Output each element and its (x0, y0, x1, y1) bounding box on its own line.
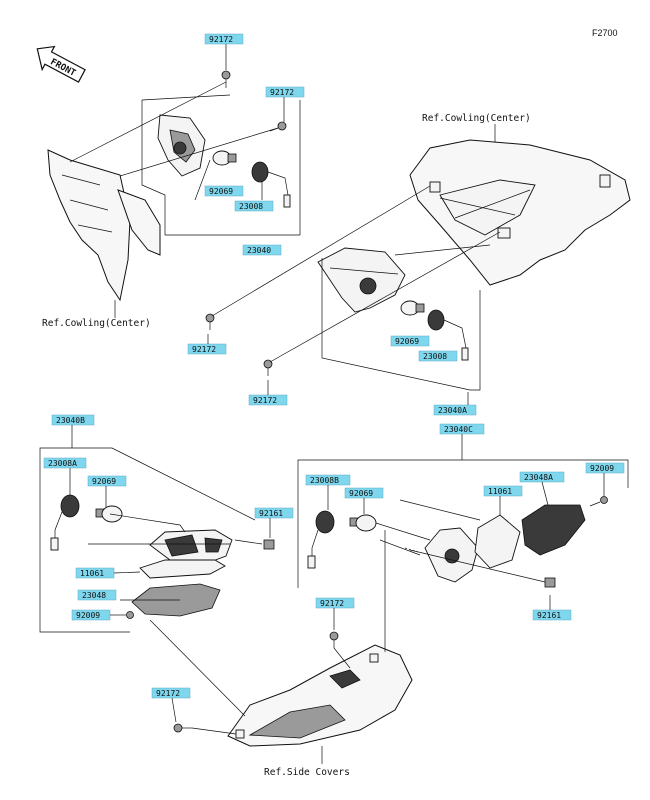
cowling-center-left-illustration (47, 149, 161, 302)
svg-text:92009: 92009 (76, 611, 100, 620)
front-right-lamp-housing (157, 114, 206, 177)
svg-text:23048: 23048 (82, 591, 106, 600)
lens-icon (521, 504, 586, 556)
screw-icon (126, 611, 134, 619)
socket-icon (50, 494, 80, 551)
rear-right-lamp-housing (149, 529, 233, 563)
part-tag: 92172 (187, 343, 227, 355)
part-tag: 23040 (242, 244, 282, 256)
svg-text:92172: 92172 (209, 35, 233, 44)
part-tag: 92069 (204, 185, 244, 197)
svg-text:92069: 92069 (395, 337, 419, 346)
svg-text:23048A: 23048A (524, 473, 553, 482)
svg-text:92161: 92161 (259, 509, 283, 518)
svg-text:92172: 92172 (270, 88, 294, 97)
part-tag: 11061 (483, 485, 523, 497)
svg-text:23008A: 23008A (48, 459, 77, 468)
part-tag: 92009 (585, 462, 625, 474)
group-outline (297, 434, 629, 588)
part-tag: 92069 (344, 487, 384, 499)
part-tag: 92172 (248, 394, 288, 406)
part-tag: 23040C (439, 423, 485, 435)
svg-text:92172: 92172 (192, 345, 216, 354)
side-cover-illustration (227, 644, 413, 747)
part-tag: 23040B (51, 414, 95, 426)
svg-text:92009: 92009 (590, 464, 614, 473)
front-arrow-icon: FRONT (36, 45, 86, 83)
leader-lines (211, 185, 501, 391)
svg-text:92069: 92069 (349, 489, 373, 498)
part-tag: 92172 (204, 33, 244, 45)
part-tag: 11061 (75, 567, 115, 579)
svg-text:92069: 92069 (209, 187, 233, 196)
bulb-icon (349, 514, 377, 532)
leader-line (171, 697, 177, 723)
ref-cowling-center-left: Ref.Cowling(Center) (42, 318, 151, 329)
screw-icon (173, 723, 192, 733)
bulb-icon (400, 300, 425, 316)
svg-text:92172: 92172 (156, 689, 180, 698)
socket-icon (427, 309, 469, 361)
diagram-code: F2700 (592, 28, 618, 38)
part-tag: 92172 (315, 597, 355, 609)
part-tag: 92161 (254, 507, 294, 519)
part-tag: 23048 (77, 589, 117, 601)
leader-line (113, 571, 141, 574)
screw-icon (221, 70, 231, 88)
svg-text:92161: 92161 (537, 611, 561, 620)
gasket-icon (139, 559, 226, 579)
part-tag: 92069 (390, 335, 430, 347)
front-left-lamp-housing (317, 247, 406, 313)
ref-cowling-center-right: Ref.Cowling(Center) (422, 113, 531, 124)
svg-text:23040B: 23040B (56, 416, 85, 425)
nut-icon (544, 577, 556, 588)
svg-text:23008: 23008 (239, 202, 263, 211)
bulb-icon (212, 150, 237, 166)
svg-text:23040C: 23040C (444, 425, 473, 434)
part-tag: 23008B (305, 474, 351, 486)
screw-icon (589, 496, 608, 507)
svg-text:11061: 11061 (80, 569, 104, 578)
socket-icon (251, 161, 291, 208)
svg-text:11061: 11061 (488, 487, 512, 496)
part-tag: 23040A (433, 404, 477, 416)
part-tag: 23008 (234, 200, 274, 212)
cowling-center-right-illustration (409, 139, 631, 286)
part-tag: 23008 (418, 350, 458, 362)
screw-icon (205, 313, 215, 330)
leader-lines (149, 530, 386, 735)
svg-text:23040A: 23040A (438, 406, 467, 415)
svg-text:23008: 23008 (423, 352, 447, 361)
rear-left-lamp-housing (424, 527, 479, 583)
part-tag: 92172 (151, 687, 191, 699)
gasket-icon (474, 514, 521, 569)
part-tag: 23008A (43, 457, 87, 469)
group-outline (39, 425, 256, 633)
nut-icon (263, 539, 275, 550)
svg-text:23040: 23040 (247, 246, 271, 255)
part-tag: 92172 (265, 86, 305, 98)
screw-icon (263, 359, 273, 376)
svg-text:23008B: 23008B (310, 476, 339, 485)
leader-lines (88, 513, 263, 601)
leader-lines (375, 473, 605, 583)
part-tag: 92161 (532, 609, 572, 621)
leader-lines (69, 81, 279, 201)
bulb-icon (95, 505, 123, 523)
part-tag: 92009 (71, 609, 111, 621)
ref-side-covers: Ref.Side Covers (264, 767, 350, 778)
part-tag: 23048A (519, 471, 565, 483)
svg-text:92069: 92069 (92, 477, 116, 486)
part-tag: 92069 (87, 475, 127, 487)
group-outline (141, 94, 301, 236)
svg-text:92172: 92172 (320, 599, 344, 608)
svg-text:92172: 92172 (253, 396, 277, 405)
screw-icon (329, 631, 339, 648)
socket-icon (307, 510, 335, 569)
